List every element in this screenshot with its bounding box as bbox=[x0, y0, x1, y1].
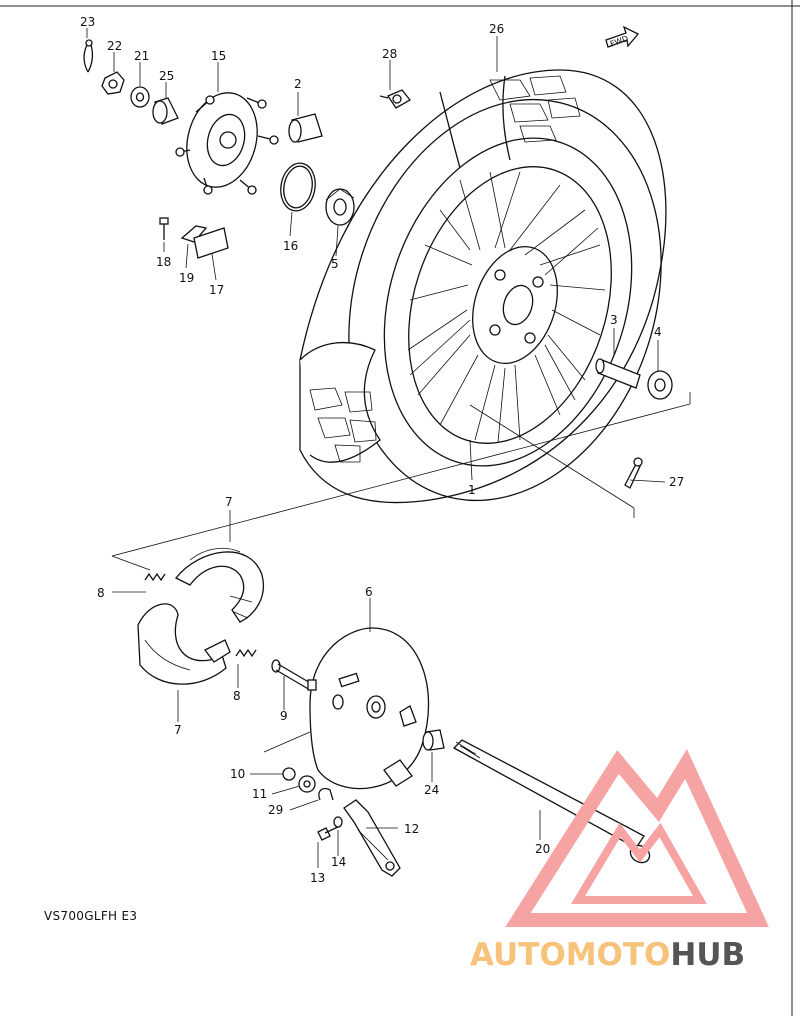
fwd-arrow-icon: FWD bbox=[605, 25, 640, 49]
part-collar-25 bbox=[152, 97, 179, 125]
part-spacer-3 bbox=[595, 358, 641, 389]
label-8-upper: 8 bbox=[97, 586, 105, 600]
label-28: 28 bbox=[382, 47, 397, 61]
wheel-spokes bbox=[407, 171, 606, 443]
label-25: 25 bbox=[159, 69, 174, 83]
label-8-lower: 8 bbox=[233, 689, 241, 703]
label-6: 6 bbox=[365, 585, 373, 599]
part-camshaft-9 bbox=[271, 659, 317, 691]
part-spacer-24 bbox=[422, 729, 445, 751]
part-brake-shoe-upper-7 bbox=[174, 547, 265, 623]
part-clamp-28 bbox=[379, 89, 411, 109]
part-bearing-4 bbox=[647, 370, 673, 400]
rim-outer bbox=[383, 137, 633, 467]
part-cotter-pin-23 bbox=[83, 39, 94, 73]
label-27: 27 bbox=[669, 475, 684, 489]
label-7-lower: 7 bbox=[174, 723, 182, 737]
label-12: 12 bbox=[404, 822, 419, 836]
part-castle-nut-22 bbox=[101, 71, 125, 95]
label-23: 23 bbox=[80, 15, 95, 29]
part-brake-panel-6 bbox=[309, 627, 430, 790]
part-clip-29 bbox=[318, 787, 334, 801]
part-spring-8-upper bbox=[144, 572, 166, 582]
label-18: 18 bbox=[156, 255, 171, 269]
tire-bead bbox=[348, 98, 662, 502]
label-17: 17 bbox=[209, 283, 224, 297]
part-brake-arm-12 bbox=[343, 799, 401, 877]
watermark-inner-triangle-icon bbox=[570, 822, 707, 904]
label-7-upper: 7 bbox=[225, 495, 233, 509]
hub-bore bbox=[502, 284, 534, 326]
label-2: 2 bbox=[294, 77, 302, 91]
label-22: 22 bbox=[107, 39, 122, 53]
label-11: 11 bbox=[252, 787, 267, 801]
label-14: 14 bbox=[331, 855, 346, 869]
diagram-caption: VS700GLFH E3 bbox=[44, 909, 137, 923]
fwd-label: FWD bbox=[609, 34, 630, 49]
part-brake-shoe-lower-7 bbox=[137, 603, 231, 685]
rear-wheel-assembly bbox=[299, 69, 667, 504]
label-3: 3 bbox=[610, 313, 618, 327]
label-19: 19 bbox=[179, 271, 194, 285]
label-29: 29 bbox=[268, 803, 283, 817]
label-9: 9 bbox=[280, 709, 288, 723]
label-24: 24 bbox=[424, 783, 439, 797]
rim-inner bbox=[408, 166, 612, 444]
label-20: 20 bbox=[535, 842, 550, 856]
label-16: 16 bbox=[283, 239, 298, 253]
watermark-triangle-icon bbox=[505, 749, 769, 927]
part-labels: 23 22 21 25 15 2 28 26 16 5 18 19 17 3 4… bbox=[80, 15, 684, 885]
part-washer-21 bbox=[130, 86, 150, 108]
part-washer-14 bbox=[333, 816, 343, 828]
watermark-logo: AUTOMOTOHUB bbox=[470, 749, 769, 973]
part-hub-drum-15 bbox=[175, 92, 279, 195]
part-damper-2 bbox=[288, 113, 323, 143]
label-13: 13 bbox=[310, 871, 325, 885]
label-21: 21 bbox=[134, 49, 149, 63]
label-10: 10 bbox=[230, 767, 245, 781]
part-o-ring-16 bbox=[280, 162, 316, 212]
part-bolt-13 bbox=[317, 825, 341, 841]
part-bearing-5 bbox=[325, 188, 355, 226]
part-seal-10 bbox=[282, 767, 296, 781]
watermark-text-secondary: HUB bbox=[670, 937, 745, 973]
part-washer-11 bbox=[298, 775, 316, 793]
part-bolt-18 bbox=[159, 217, 169, 240]
top-callout-lines bbox=[86, 28, 391, 281]
watermark-text: AUTOMOTOHUB bbox=[470, 937, 745, 973]
label-4: 4 bbox=[654, 325, 662, 339]
part-spring-8-lower bbox=[235, 648, 257, 658]
label-5: 5 bbox=[331, 257, 339, 271]
label-26: 26 bbox=[489, 22, 504, 36]
label-1: 1 bbox=[468, 483, 476, 497]
part-lock-19 bbox=[180, 225, 208, 243]
label-15: 15 bbox=[211, 49, 226, 63]
part-shim-17 bbox=[193, 227, 229, 259]
wheel-callout-lines bbox=[111, 36, 691, 571]
brake-callout-lines bbox=[112, 510, 541, 868]
watermark-text-primary: AUTOMOTO bbox=[470, 937, 670, 973]
